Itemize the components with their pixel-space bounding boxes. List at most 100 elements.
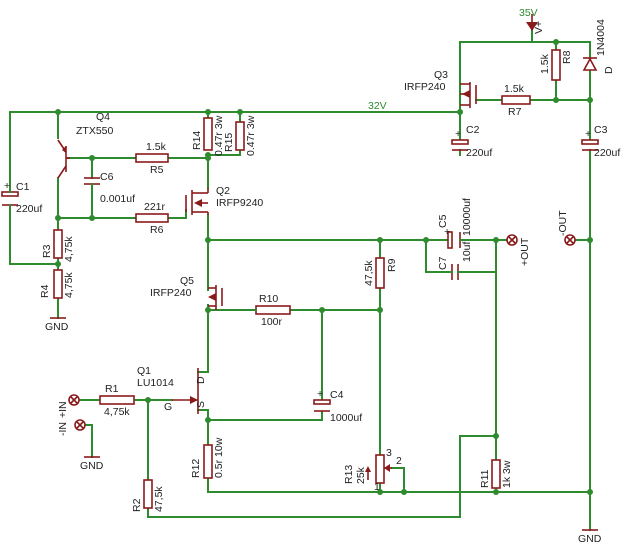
svg-text:+: + [444,226,450,238]
svg-text:C1: C1 [16,181,30,193]
svg-text:10000uf: 10000uf [461,198,473,236]
capacitor-c6: C6 0.001uf [84,171,135,205]
svg-text:R13: R13 [343,465,355,484]
svg-text:R3: R3 [41,244,53,258]
capacitor-c1: + C1 220uf [1,180,42,215]
svg-text:ZTX550: ZTX550 [76,125,114,137]
capacitor-c4: + C4 1000uf [313,388,362,424]
svg-text:0.47r 3w: 0.47r 3w [213,115,225,156]
svg-text:D: D [195,376,207,384]
svg-text:R5: R5 [150,164,164,176]
transistor-q4: Q4 ZTX550 [57,111,114,179]
svg-text:4,75k: 4,75k [104,406,130,418]
svg-text:GND: GND [80,460,104,472]
svg-text:1k 3w: 1k 3w [501,460,513,488]
svg-text:-OUT: -OUT [557,210,569,236]
svg-text:R14: R14 [191,131,203,150]
svg-text:C4: C4 [330,389,344,401]
svg-text:220uf: 220uf [16,203,42,215]
resistor-r8: 1.5k R8 [539,49,573,81]
svg-text:1.5k: 1.5k [504,83,525,95]
connector-in-plus[interactable]: +IN [57,394,80,418]
svg-text:221r: 221r [144,201,166,213]
svg-text:3: 3 [386,447,392,459]
svg-text:R8: R8 [561,50,573,64]
svg-text:+OUT: +OUT [519,237,531,266]
svg-text:R4: R4 [39,284,51,298]
svg-text:+: + [317,388,323,400]
resistor-r12: R12 0.5r 10w [190,437,225,479]
svg-text:1N4004: 1N4004 [595,19,607,56]
capacitor-c5: + C5 10000uf [437,198,473,249]
wires [9,29,591,531]
capacitor-c7: C7 10uf [437,241,473,280]
svg-text:0.5r 10w: 0.5r 10w [213,437,225,478]
svg-text:+: + [455,128,461,140]
svg-text:100r: 100r [261,316,283,328]
svg-text:R2: R2 [131,498,143,512]
svg-text:R11: R11 [479,469,491,488]
resistor-r7: 1.5k R7 [501,83,531,118]
resistor-r2: R2 47,5k [131,479,165,512]
svg-text:47,5k: 47,5k [153,486,165,512]
capacitor-c3: + C3 220uf [581,124,620,159]
junctions [55,39,593,495]
transistor-q2: Q2 IRFP9240 [185,185,263,215]
svg-text:C6: C6 [100,171,114,183]
svg-text:GND: GND [45,321,69,333]
rail-32v-label: 32V [368,100,387,112]
svg-text:Q4: Q4 [96,111,110,123]
resistor-r14: R14 0.47r 3w [191,115,225,156]
svg-text:2: 2 [396,455,402,467]
svg-text:1000uf: 1000uf [330,412,362,424]
potentiometer-r13: R13 25k 1 2 3 [343,447,402,493]
connector-out-minus[interactable]: -OUT [557,210,576,246]
svg-text:4,75k: 4,75k [63,272,75,298]
transistor-q3: Q3 IRFP240 [404,69,477,108]
connector-out-plus[interactable]: +OUT [506,234,531,266]
resistor-r4: R4 4,75k [39,269,75,299]
svg-text:Q3: Q3 [434,69,448,81]
svg-text:R1: R1 [105,383,119,395]
svg-text:+: + [4,180,10,192]
resistor-r15: R15 0.47r 3w [223,115,257,156]
gnd-symbol-left: GND [45,317,69,333]
connector-in-minus[interactable]: -IN [57,419,86,436]
resistor-r5: 1.5k R5 [135,141,169,176]
resistor-r3: R3 4,75k [41,229,75,262]
svg-text:47,5k: 47,5k [363,260,375,286]
resistor-r10: R10 100r [255,293,291,328]
svg-text:Q5: Q5 [180,275,194,287]
supply-35v-symbol: 35V V+ [519,7,545,34]
svg-text:+IN: +IN [57,401,69,418]
svg-text:R6: R6 [150,224,164,236]
svg-text:GND: GND [578,533,602,544]
resistor-r1: R1 4,75k [99,383,135,418]
svg-text:10uf: 10uf [461,241,473,262]
svg-text:V+: V+ [533,21,545,34]
svg-text:Q2: Q2 [216,185,230,197]
resistor-r11: R11 1k 3w [479,459,513,489]
svg-text:1.5k: 1.5k [146,141,167,153]
transistor-q5: Q5 IRFP240 [150,275,257,311]
svg-text:R15: R15 [223,133,235,152]
svg-text:LU1014: LU1014 [137,377,174,389]
svg-text:R10: R10 [259,293,278,305]
svg-text:D: D [603,66,615,74]
svg-text:G: G [164,401,172,413]
transistor-q1: Q1 LU1014 D G S [137,365,207,414]
svg-text:4,75k: 4,75k [63,236,75,262]
svg-text:R12: R12 [190,459,202,478]
diode-d: D 1N4004 [582,19,615,74]
svg-text:IRFP240: IRFP240 [150,287,192,299]
svg-text:C2: C2 [466,124,480,136]
svg-text:R7: R7 [508,106,522,118]
svg-text:C7: C7 [437,256,449,270]
svg-text:1: 1 [374,481,380,493]
svg-text:Q1: Q1 [137,365,151,377]
gnd-symbol-main: GND [578,529,602,544]
resistor-r9: 47,5k R9 [363,257,398,289]
svg-text:0.47r 3w: 0.47r 3w [245,115,257,156]
svg-text:-IN: -IN [57,422,69,436]
